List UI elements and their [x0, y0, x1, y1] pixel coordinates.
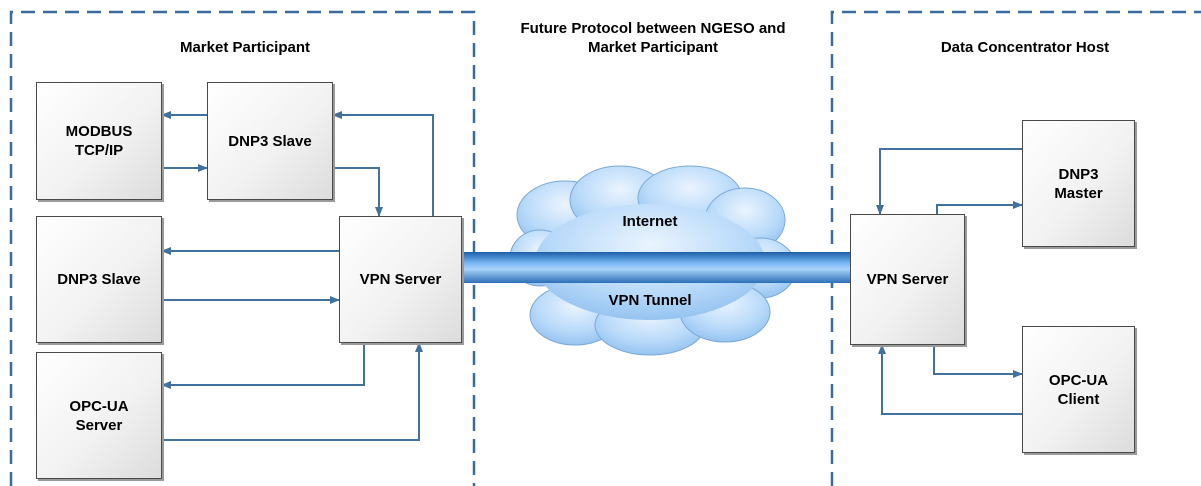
vpn-server-left-label: VPN Server: [359, 271, 442, 288]
arrow-vpn-to-dnp3slave-top: [332, 111, 434, 216]
dnp3-master-label: DNP3 Master: [1054, 165, 1103, 202]
vpn-tunnel: [462, 252, 850, 283]
connectors: [161, 111, 1023, 441]
dnp3-master-box: [1022, 120, 1135, 247]
vpn-tunnel-label: VPN Tunnel: [608, 291, 692, 309]
dnp3-slave-mid-box: [36, 216, 162, 343]
market-participant-title: Market Participant: [179, 38, 311, 56]
modbus-box: [36, 82, 162, 200]
vpn-server-right-box: [850, 214, 965, 345]
vpn-server-right-label: VPN Server: [866, 271, 949, 288]
dnp3-slave-mid-label: DNP3 Slave: [57, 271, 141, 288]
opcua-server-box: [36, 352, 162, 479]
opcua-client-label: OPC-UA Client: [1048, 371, 1109, 408]
arrow-dnp3master-to-vpn: [876, 148, 1022, 215]
arrow-opcua-server-to-vpn: [162, 342, 423, 441]
arrow-vpn-to-opcua-server: [161, 343, 365, 389]
dnp3-slave-top-label: DNP3 Slave: [228, 132, 312, 150]
arrow-opcua-client-to-vpn: [878, 344, 1022, 415]
vpn-server-left-box: [339, 216, 462, 343]
arrow-vpn-to-opcua-client: [933, 345, 1023, 378]
data-concentrator-region: [830, 10, 1201, 486]
opcua-server-label: OPC-UA Server: [69, 397, 129, 434]
protocol-title: Future Protocol between NGESO and Market…: [520, 20, 786, 56]
data-concentrator-title: Data Concentrator Host: [940, 38, 1110, 56]
dnp3-slave-top-box: [207, 82, 333, 200]
market-participant-region: [9, 10, 476, 486]
modbus-label: MODBUS TCP/IP: [65, 123, 133, 159]
opcua-client-box: [1022, 326, 1135, 453]
region-borders: [9, 10, 1201, 486]
internet-label: Internet: [622, 212, 678, 230]
arrow-dnp3slave-to-vpn: [333, 167, 383, 217]
arrow-vpn-to-dnp3master: [936, 201, 1023, 214]
